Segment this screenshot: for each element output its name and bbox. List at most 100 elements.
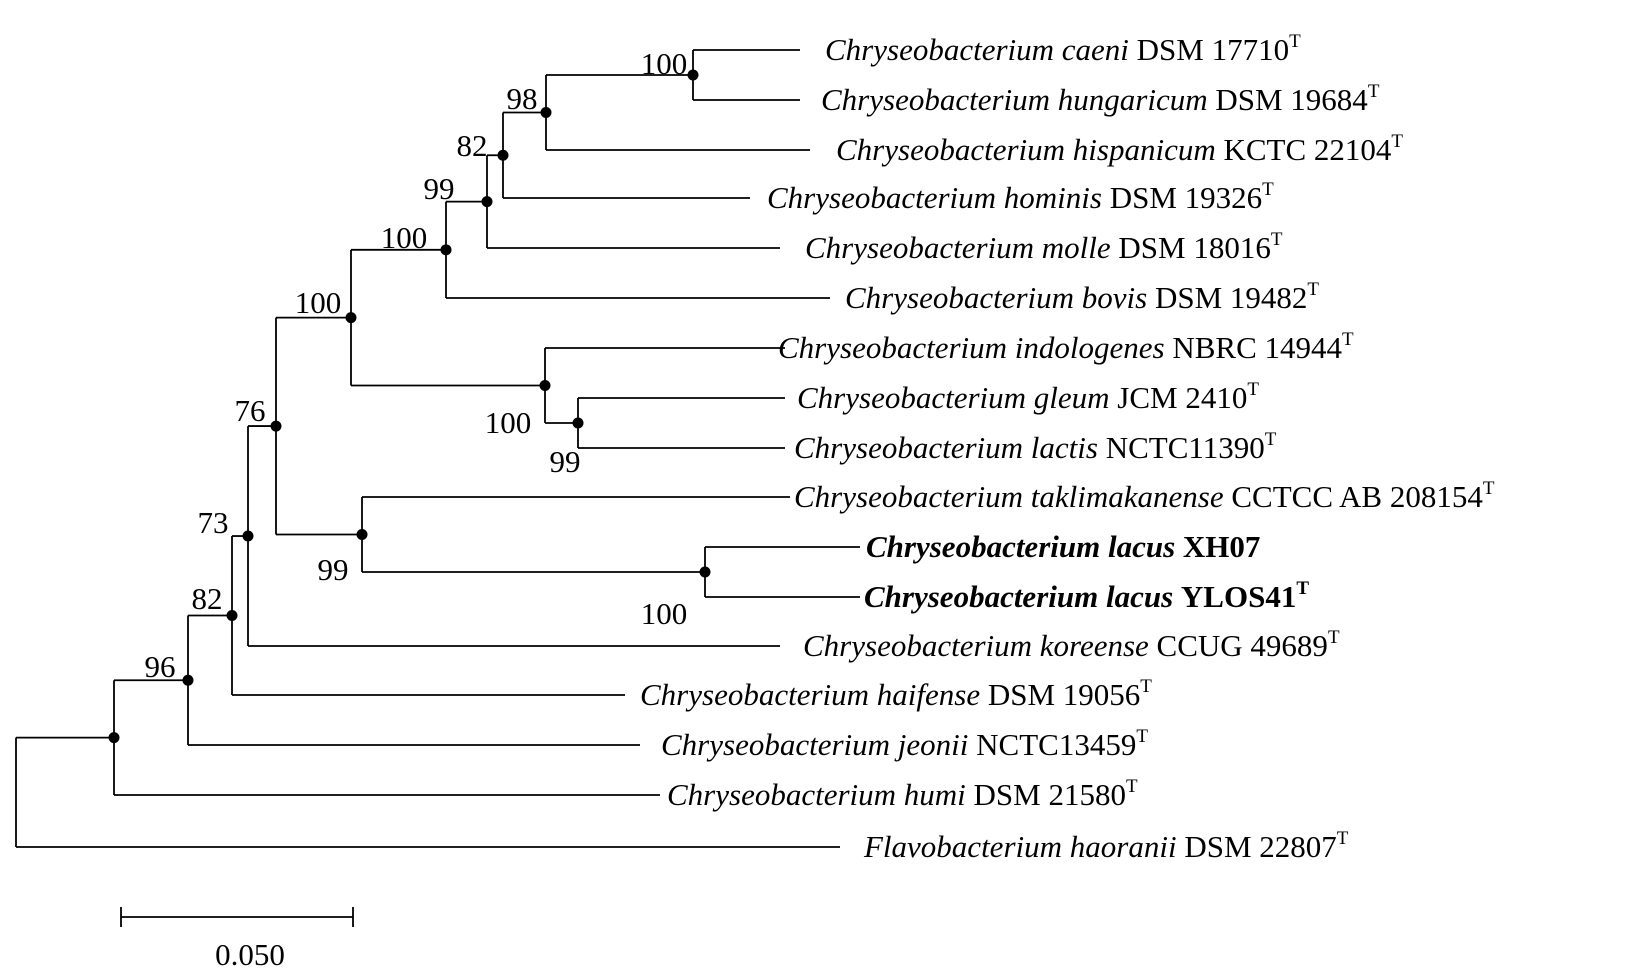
taxon-strain: YLOS41 — [1181, 579, 1296, 614]
taxon-species: haifense — [877, 677, 988, 712]
taxon-labels: Chryseobacterium caeni DSM 17710TChryseo… — [640, 31, 1495, 864]
bootstrap-value: 99 — [550, 444, 581, 479]
taxon-genus: Chryseobacterium — [778, 330, 1015, 365]
taxon-strain: CCUG 49689 — [1157, 628, 1328, 663]
taxon-genus: Chryseobacterium — [864, 579, 1106, 614]
taxon-species: haoranii — [1070, 829, 1185, 864]
taxon-label: Chryseobacterium lacus XH07 — [866, 529, 1260, 564]
taxon-strain: JCM 2410 — [1117, 380, 1247, 415]
taxon-label: Chryseobacterium haifense DSM 19056T — [640, 676, 1152, 712]
type-strain-marker: T — [1342, 329, 1354, 350]
tree-nodes — [108, 69, 711, 744]
taxon-species: lacus — [1108, 529, 1183, 564]
taxon-strain: DSM 22807 — [1184, 829, 1336, 864]
taxon-species: lacus — [1106, 579, 1181, 614]
taxon-genus: Chryseobacterium — [667, 777, 904, 812]
bootstrap-value: 73 — [198, 505, 229, 540]
bootstrap-value: 100 — [641, 46, 688, 81]
taxon-label: Chryseobacterium lacus YLOS41T — [864, 578, 1309, 614]
taxon-label: Chryseobacterium humi DSM 21580T — [667, 776, 1138, 812]
type-strain-marker: T — [1328, 627, 1340, 648]
bootstrap-value: 96 — [145, 649, 176, 684]
taxon-genus: Chryseobacterium — [797, 380, 1034, 415]
taxon-species: hungaricum — [1058, 82, 1216, 117]
node-dot — [226, 610, 238, 622]
taxon-species: hispanicum — [1073, 132, 1224, 167]
taxon-genus: Chryseobacterium — [825, 32, 1062, 67]
taxon-strain: DSM 18016 — [1118, 230, 1270, 265]
taxon-strain: DSM 17710 — [1137, 32, 1289, 67]
taxon-label: Chryseobacterium taklimakanense CCTCC AB… — [794, 478, 1495, 514]
taxon-strain: NCTC13459 — [976, 727, 1136, 762]
type-strain-marker: T — [1126, 776, 1138, 797]
taxon-strain: DSM 19326 — [1110, 180, 1262, 215]
node-dot — [481, 196, 493, 208]
taxon-strain: KCTC 22104 — [1223, 132, 1391, 167]
type-strain-marker: T — [1265, 429, 1277, 450]
taxon-species: indologenes — [1015, 330, 1173, 365]
taxon-strain: XH07 — [1183, 529, 1261, 564]
type-strain-marker: T — [1271, 229, 1283, 250]
type-strain-marker: T — [1247, 379, 1259, 400]
bootstrap-value: 76 — [235, 393, 266, 428]
taxon-genus: Chryseobacterium — [866, 529, 1108, 564]
node-dot — [699, 566, 711, 578]
node-dot — [182, 674, 194, 686]
taxon-strain: DSM 19056 — [988, 677, 1140, 712]
node-dot — [687, 69, 699, 81]
taxon-genus: Chryseobacterium — [803, 628, 1040, 663]
taxon-label: Chryseobacterium bovis DSM 19482T — [845, 279, 1319, 315]
taxon-label: Chryseobacterium hungaricum DSM 19684T — [821, 81, 1380, 117]
node-dot — [242, 530, 254, 542]
taxon-genus: Flavobacterium — [863, 829, 1070, 864]
taxon-label: Flavobacterium haoranii DSM 22807T — [863, 828, 1349, 864]
scale-bar: 0.050 — [120, 907, 354, 972]
taxon-genus: Chryseobacterium — [640, 677, 877, 712]
taxon-genus: Chryseobacterium — [845, 280, 1082, 315]
type-strain-marker: T — [1136, 726, 1148, 747]
taxon-label: Chryseobacterium molle DSM 18016T — [805, 229, 1283, 265]
taxon-species: hominis — [1004, 180, 1110, 215]
taxon-label: Chryseobacterium koreense CCUG 49689T — [803, 627, 1340, 663]
type-strain-marker: T — [1307, 279, 1319, 300]
taxon-genus: Chryseobacterium — [836, 132, 1073, 167]
taxon-species: humi — [904, 777, 974, 812]
bootstrap-value: 99 — [424, 171, 455, 206]
bootstrap-value: 100 — [641, 596, 688, 631]
bootstrap-value: 82 — [192, 581, 223, 616]
taxon-genus: Chryseobacterium — [805, 230, 1042, 265]
node-dot — [539, 380, 551, 391]
taxon-species: molle — [1042, 230, 1119, 265]
taxon-strain: CCTCC AB 208154 — [1231, 479, 1483, 514]
taxon-species: jeonii — [894, 727, 976, 762]
node-dot — [108, 732, 120, 744]
node-dot — [497, 149, 509, 161]
taxon-label: Chryseobacterium caeni DSM 17710T — [825, 31, 1301, 67]
taxon-genus: Chryseobacterium — [661, 727, 898, 762]
type-strain-marker: T — [1483, 478, 1495, 499]
taxon-label: Chryseobacterium jeonii NCTC13459T — [661, 726, 1148, 762]
taxon-species: gleum — [1034, 380, 1118, 415]
type-strain-marker: T — [1368, 81, 1380, 102]
bootstrap-value: 98 — [507, 81, 538, 116]
bootstrap-value: 100 — [485, 405, 532, 440]
bootstrap-value: 100 — [295, 285, 342, 320]
type-strain-marker: T — [1289, 31, 1301, 52]
taxon-label: Chryseobacterium hispanicum KCTC 22104T — [836, 131, 1403, 167]
node-dot — [572, 417, 584, 429]
taxon-label: Chryseobacterium indologenes NBRC 14944T — [778, 329, 1354, 365]
taxon-strain: DSM 21580 — [974, 777, 1126, 812]
taxon-label: Chryseobacterium lactis NCTC11390T — [794, 429, 1277, 465]
taxon-species: lactis — [1031, 430, 1106, 465]
taxon-label: Chryseobacterium gleum JCM 2410T — [797, 379, 1259, 415]
bootstrap-value: 99 — [318, 552, 349, 587]
node-dot — [345, 312, 357, 324]
node-dot — [356, 529, 368, 540]
taxon-species: taklimakanense — [1031, 479, 1232, 514]
type-strain-marker: T — [1296, 578, 1309, 599]
taxon-genus: Chryseobacterium — [794, 479, 1031, 514]
type-strain-marker: T — [1262, 179, 1274, 200]
